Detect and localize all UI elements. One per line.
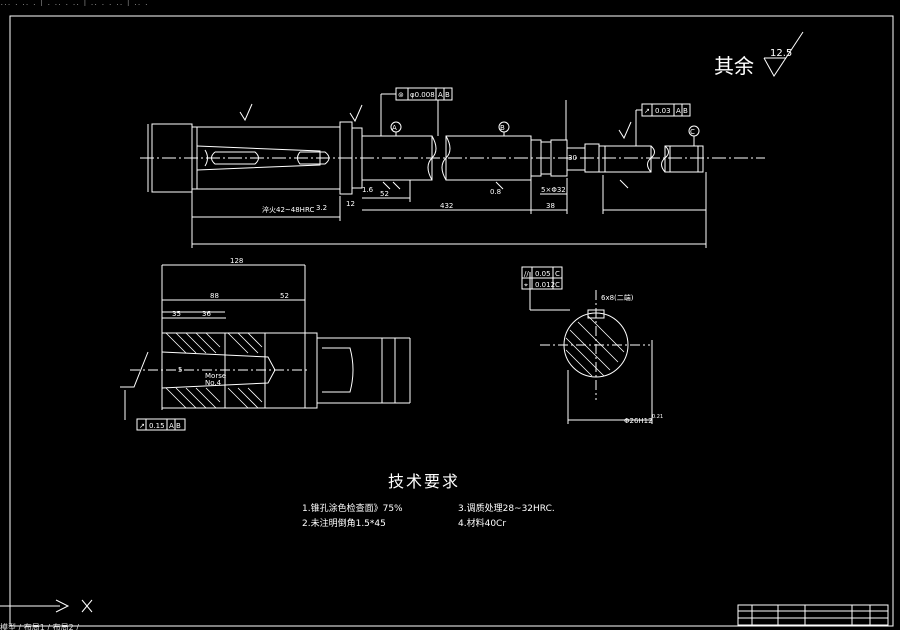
- tol-3-refs: C: [555, 270, 560, 278]
- dim-52: 52: [380, 190, 389, 198]
- dim-30: 30: [568, 154, 577, 162]
- roughness-0-8: 0.8: [490, 188, 501, 196]
- morse-label: Morse: [205, 372, 226, 380]
- roughness-symbol: [763, 31, 804, 77]
- drawing-border: [9, 15, 894, 627]
- hardening-note: 淬火42~48HRC: [262, 205, 314, 214]
- datum-a-label: A: [392, 124, 397, 132]
- thread-dim: 5×Φ32: [541, 186, 566, 194]
- section-view: [120, 264, 411, 420]
- tol-4-value: 0.012: [535, 281, 555, 289]
- ucs-icon: [0, 599, 93, 613]
- dim-36: 36: [202, 310, 211, 318]
- datum-c-label: C: [690, 128, 695, 136]
- roughness-value: 12.5: [770, 48, 792, 59]
- bore-dim: Φ26H12: [624, 417, 653, 425]
- tol-2-refs: A B: [676, 107, 688, 115]
- tolerance-frame-1: [395, 87, 453, 101]
- roughness-1-6: 1.6: [362, 186, 374, 194]
- tolerance-frame-3: [521, 266, 563, 290]
- dim-432: 432: [440, 202, 453, 210]
- tol-3-value: 0.05: [535, 270, 551, 278]
- dim-12: 12: [346, 200, 355, 208]
- dim-5: 5: [178, 366, 182, 374]
- roughness-3-2: 3.2: [316, 204, 327, 212]
- tolerance-frame-5: [136, 418, 186, 431]
- dim-38: 38: [546, 202, 555, 210]
- dim-88: 88: [210, 292, 219, 300]
- tol-4-symbol: ⌖: [524, 281, 528, 289]
- toolbar-strip[interactable]: ... . .. . | . .. . .. | .. . . .. | .. …: [0, 0, 149, 6]
- bore-tolerance: 0.21: [652, 414, 663, 420]
- dim-35: 35: [172, 310, 181, 318]
- main-shaft-view: [140, 93, 765, 248]
- datum-b-label: B: [500, 124, 505, 132]
- layout-tabs[interactable]: 模型 / 布局1 / 布局2 /: [0, 623, 79, 630]
- spline-note: 6x8(二端): [601, 293, 634, 302]
- title-block: [737, 604, 889, 626]
- tol-1-value: φ0.008: [410, 91, 435, 99]
- dim-52b: 52: [280, 292, 289, 300]
- tol-5-symbol: ↗: [139, 422, 145, 430]
- tol-5-value: 0.15: [149, 422, 165, 430]
- tol-5-refs: A B: [169, 422, 181, 430]
- tol-4-refs: C: [555, 281, 560, 289]
- tol-2-symbol: ↗: [644, 107, 650, 115]
- tol-1-symbol: ⊚: [398, 91, 404, 99]
- cross-section: [529, 272, 653, 424]
- tol-2-value: 0.03: [655, 107, 671, 115]
- dim-128: 128: [230, 257, 243, 265]
- tol-3-symbol: //: [524, 270, 529, 278]
- tol-1-refs: A B: [438, 91, 450, 99]
- tolerance-frame-2: [641, 103, 691, 117]
- morse-number: No.4: [205, 379, 222, 387]
